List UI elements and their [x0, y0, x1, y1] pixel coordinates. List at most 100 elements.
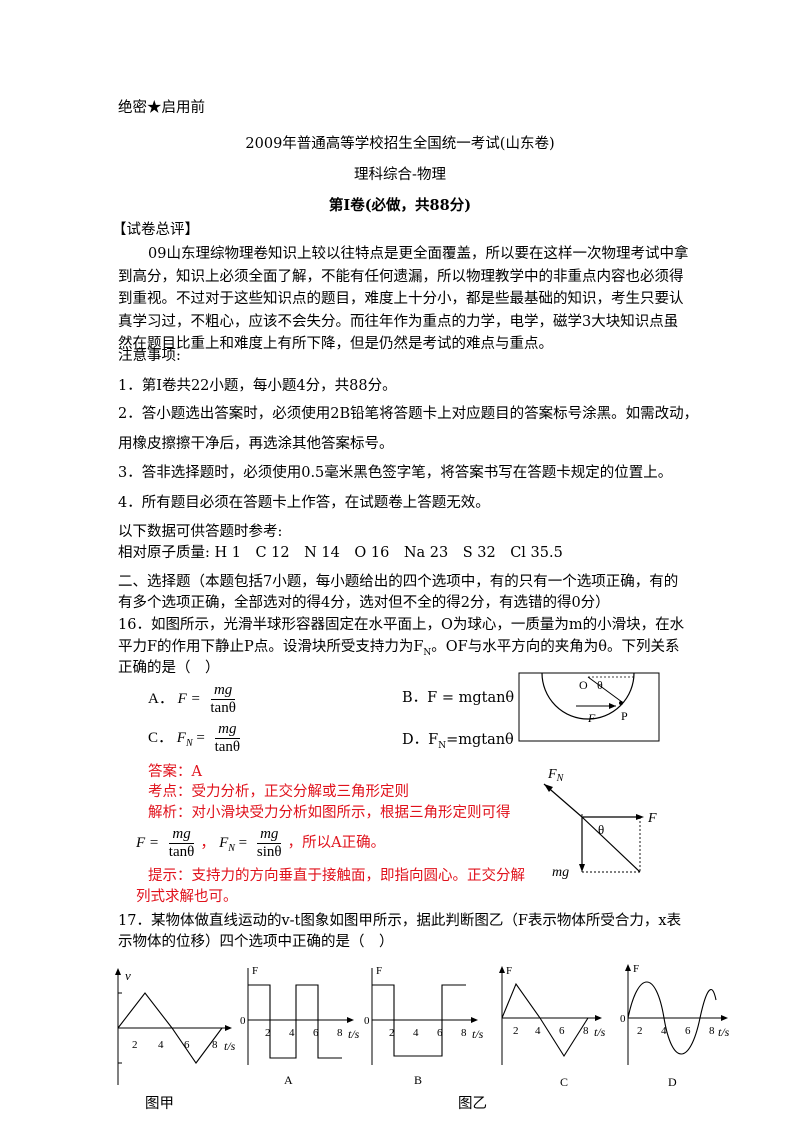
tick-label: 2 [513, 1025, 519, 1037]
formula-tail: ，所以A正确。 [287, 834, 386, 851]
f-curve [248, 984, 342, 1059]
arrow-head [609, 703, 616, 709]
tick-label: 8 [337, 1027, 343, 1039]
label-t: t/s [718, 1025, 730, 1039]
formula-lhs: F = [136, 834, 160, 851]
tick-label: 4 [535, 1025, 541, 1037]
f-curve [372, 984, 466, 1057]
label-p: P [621, 709, 628, 723]
review-line: 然在题目比重上和难度上有所下降，但是仍然是考试的难点与重点。 [118, 336, 553, 352]
review-body: 09山东理综物理卷知识上较以往特点是更全面覆盖，所以要在这样一次物理考试中拿 到… [118, 243, 708, 356]
option-label: A． [148, 690, 174, 707]
q16-stem: 16．如图所示，光滑半球形容器固定在水平面上，O为球心，一质量为m的小滑块，在水 [118, 617, 685, 633]
mg-arrow-head [579, 864, 585, 872]
subscript: N [438, 740, 447, 751]
tick-label: 4 [158, 1039, 164, 1051]
tick-label: 6 [313, 1027, 319, 1039]
f-arrow-head [636, 814, 644, 820]
axis-arrow [347, 1017, 354, 1023]
tick-label: 8 [212, 1039, 218, 1051]
denominator: tanθ [168, 844, 195, 860]
q16-stem-part: 。OF与水平方向的夹角为θ。下列关系 [431, 639, 680, 655]
tick-label: 2 [132, 1039, 138, 1051]
resultant-line [581, 816, 641, 873]
q17-graphs: v 2 4 6 8 t/s F 0 2 4 6 8 t/s A [115, 963, 730, 1089]
review-line: 到高分，知识上必须全面了解，不能有任何遗漏，所以物理教学中的非重点内容也必须得 [118, 268, 684, 285]
label-mg: mg [552, 865, 569, 880]
numerator: mg [210, 682, 236, 700]
exam-title: 2009年普通高等学校招生全国统一考试(山东卷) [245, 136, 555, 152]
tick-label: 4 [413, 1027, 419, 1039]
graph-d: F 0 2 4 6 8 t/s D [620, 963, 730, 1089]
option-label: C． [148, 729, 174, 746]
tick-label: 2 [637, 1025, 643, 1037]
fn-arrow-head [544, 784, 553, 792]
label-zero: 0 [364, 1015, 370, 1027]
formula-lhs: F [219, 834, 229, 851]
label-t: t/s [224, 1039, 236, 1053]
review-line: 09山东理综物理卷知识上较以往特点是更全面覆盖，所以要在这样一次物理考试中拿 [148, 246, 689, 262]
bowl-frame [518, 672, 660, 742]
tick-label: 4 [289, 1027, 295, 1039]
label-t: t/s [348, 1027, 360, 1041]
option-label: C [560, 1075, 568, 1089]
q16-option-d: D．FN=mgtanθ [402, 730, 514, 756]
q16-jiexi: 解析：对小滑块受力分析如图所示，根据三角形定则可得 [148, 805, 511, 821]
q16-stem-part: 平力F的作用下静止P点。设滑块所受支持力为F [118, 639, 424, 655]
q16-tip: 提示：支持力的方向垂直于接触面，即指向圆心。正交分解 [148, 868, 525, 884]
graph-c: F 2 4 6 8 t/s C [499, 965, 606, 1089]
label-t: t/s [472, 1027, 484, 1041]
tick-label: 8 [583, 1025, 589, 1037]
label-t: t/s [594, 1025, 606, 1039]
q17-stem: 17．某物体做直线运动的v-t图象如图甲所示，据此判断图乙（F表示物体所受合力，… [118, 913, 682, 929]
q16-stem: 平力F的作用下静止P点。设滑块所受支持力为FN。OF与水平方向的夹角为θ。下列关… [118, 637, 679, 663]
reference-heading: 以下数据可供答题时参考: [118, 524, 283, 540]
tick-label: 6 [184, 1039, 190, 1051]
label-f: F [647, 811, 657, 826]
q16-stem: 正确的是（ ） [118, 660, 220, 676]
review-line: 真学习过，不粗心，应该不会失分。而往年作为重点的力学，电学，磁学3大块知识点虽 [118, 313, 679, 330]
fig-jia-label: 图甲 [145, 1096, 174, 1112]
axis-arrow [721, 1015, 728, 1021]
graph-jia: v 2 4 6 8 t/s [115, 968, 236, 1085]
note-item: 2．答小题选出答案时，必须使用2B铅笔将答题卡上对应题目的答案标号涂黑。如需改动… [118, 406, 699, 422]
reference-masses: 相对原子质量: H 1 C 12 N 14 O 16 Na 23 S 32 Cl… [118, 545, 563, 561]
equals: = [238, 834, 248, 851]
subscript: N [185, 737, 193, 749]
label-f: F [506, 965, 512, 977]
axis-arrow [115, 968, 121, 975]
label-f: F [633, 963, 639, 975]
option-text: =mgtanθ [446, 732, 514, 748]
tick-label: 8 [461, 1027, 467, 1039]
bowl-diagram: O θ F P [518, 672, 660, 742]
subscript: N [228, 842, 235, 854]
tick-label: 8 [709, 1025, 715, 1037]
numerator: mg [215, 721, 240, 739]
note-item: 1．第Ⅰ卷共22小题，每小题4分，共88分。 [118, 378, 397, 394]
q16-subscript: N [423, 647, 432, 658]
tick-label: 6 [437, 1027, 443, 1039]
option-label: B [414, 1073, 422, 1087]
tick-label: 6 [559, 1025, 565, 1037]
label-f: F [252, 965, 258, 977]
block-p [619, 701, 623, 705]
numerator: mg [169, 826, 194, 844]
label-fn: FN [547, 767, 565, 784]
volume-title: 第Ⅰ卷(必做，共88分) [328, 197, 472, 214]
review-heading: 【试卷总评】 [112, 222, 199, 238]
fig-yi-label: 图乙 [458, 1096, 487, 1112]
radius-line [587, 676, 623, 703]
option-label: D．F [402, 732, 439, 748]
section2-intro: 二、选择题（本题包括7小题，每小题给出的四个选项中，有的只有一个选项正确，有的 [118, 574, 679, 590]
notes-heading: 注意事项: [118, 348, 181, 364]
graph-a: F 0 2 4 6 8 t/s A [240, 965, 360, 1087]
option-label: D [668, 1075, 677, 1089]
formula-lhs: F [176, 729, 186, 746]
label-f: F [587, 711, 596, 725]
numerator: mg [257, 826, 282, 844]
